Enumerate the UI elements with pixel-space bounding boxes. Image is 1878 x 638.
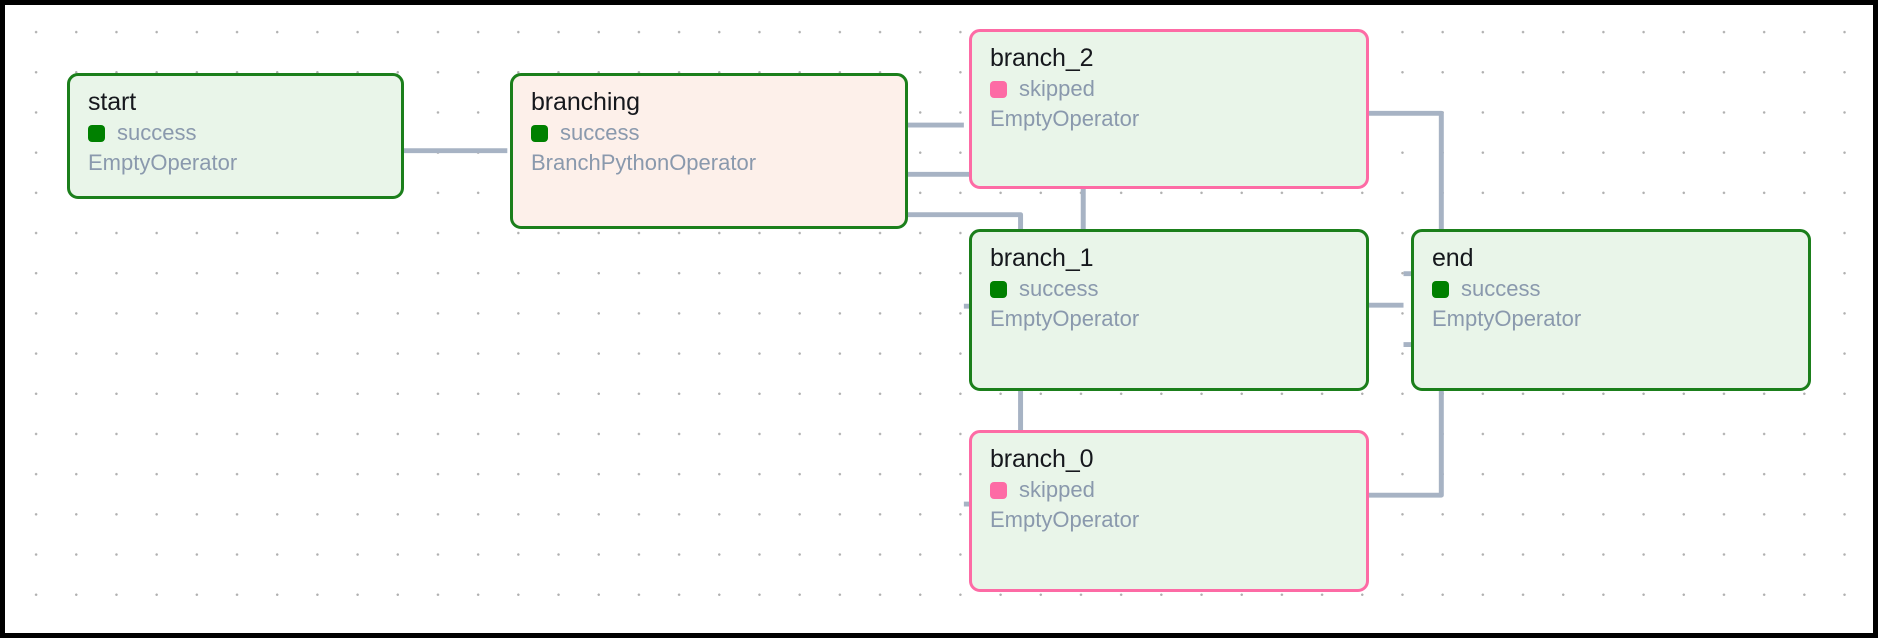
node-status-label: success	[1019, 276, 1099, 301]
node-title: branch_2	[990, 44, 1094, 72]
status-success-icon	[531, 124, 548, 142]
node-operator-label: EmptyOperator	[1432, 306, 1582, 331]
dag-node-branch_1[interactable]: branch_1 success EmptyOperator	[969, 229, 1369, 391]
node-status: success	[531, 122, 905, 144]
node-title: end	[1432, 244, 1474, 272]
status-skipped-icon	[990, 481, 1007, 499]
node-status-label: success	[560, 120, 640, 145]
node-status-label: skipped	[1019, 76, 1095, 101]
node-status: success	[990, 278, 1366, 300]
dag-node-branch_0[interactable]: branch_0 skipped EmptyOperator	[969, 430, 1369, 592]
node-title: start	[88, 88, 137, 116]
node-status-label: skipped	[1019, 477, 1095, 502]
node-title: branch_0	[990, 445, 1094, 473]
status-success-icon	[990, 280, 1007, 298]
dag-node-branch_2[interactable]: branch_2 skipped EmptyOperator	[969, 29, 1369, 189]
node-status: success	[88, 122, 401, 144]
dag-node-start[interactable]: start success EmptyOperator	[67, 73, 404, 199]
node-title: branching	[531, 88, 640, 116]
node-status: skipped	[990, 479, 1366, 501]
node-status-label: success	[117, 120, 197, 145]
node-operator-label: EmptyOperator	[990, 106, 1140, 131]
node-operator-label: EmptyOperator	[990, 507, 1140, 532]
node-operator-label: EmptyOperator	[990, 306, 1140, 331]
node-operator-label: BranchPythonOperator	[531, 150, 757, 175]
status-skipped-icon	[990, 80, 1007, 98]
node-title: branch_1	[990, 244, 1094, 272]
status-success-icon	[88, 124, 105, 142]
node-status: success	[1432, 278, 1808, 300]
node-operator-label: EmptyOperator	[88, 150, 238, 175]
node-status-label: success	[1461, 276, 1541, 301]
dag-node-branching[interactable]: branching success BranchPythonOperator	[510, 73, 908, 229]
status-success-icon	[1432, 280, 1449, 298]
dag-node-end[interactable]: end success EmptyOperator	[1411, 229, 1811, 391]
node-status: skipped	[990, 78, 1366, 100]
